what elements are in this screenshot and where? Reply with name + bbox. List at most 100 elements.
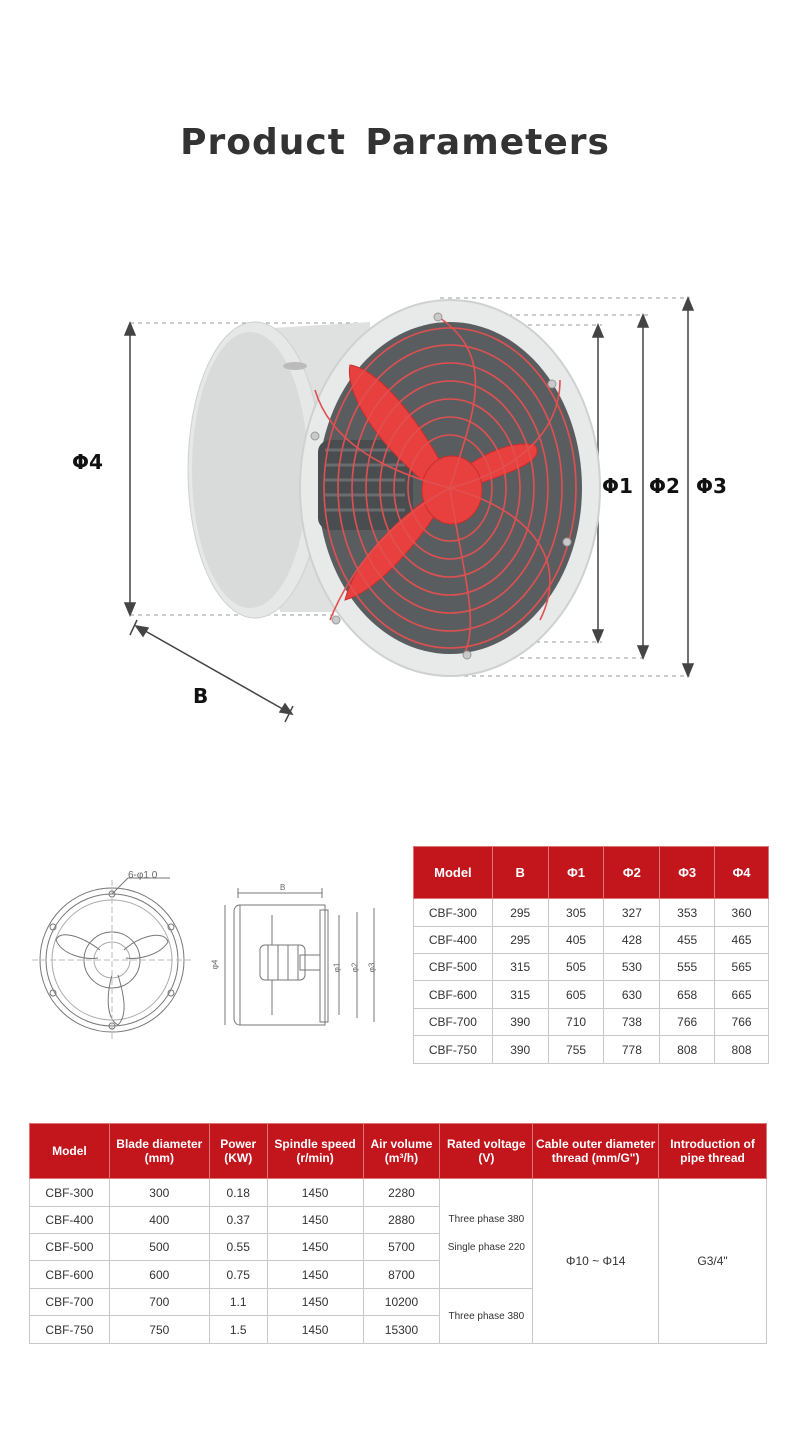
cell: 390 xyxy=(491,1008,549,1036)
cell: 360 xyxy=(714,898,769,927)
cell: 300 xyxy=(108,1178,210,1207)
cell: 2280 xyxy=(362,1178,441,1207)
cell: 405 xyxy=(547,926,605,954)
cell: 1450 xyxy=(266,1260,364,1289)
header-power: Power (KW) xyxy=(208,1123,268,1179)
cell: 5700 xyxy=(362,1233,441,1261)
phi2-label: Φ2 xyxy=(649,474,680,498)
header-pipe-thread: Introduction of pipe thread xyxy=(658,1123,767,1179)
header-model: Model xyxy=(29,1123,110,1179)
cell: 778 xyxy=(603,1035,661,1064)
cell: 305 xyxy=(547,898,605,927)
specs-table: Model Blade diameter (mm) Power (KW) Spi… xyxy=(29,1123,767,1344)
cell: 327 xyxy=(603,898,661,927)
cell: 15300 xyxy=(362,1315,441,1344)
cell: 8700 xyxy=(362,1260,441,1289)
phi1-label: Φ1 xyxy=(602,474,633,498)
header-cable-thread: Cable outer diameter thread (mm/G") xyxy=(532,1123,660,1179)
cell: 700 xyxy=(108,1288,210,1316)
cell: CBF-750 xyxy=(29,1315,110,1344)
cell: 295 xyxy=(491,926,549,954)
cell: CBF-300 xyxy=(29,1178,110,1207)
header-phi1: Φ1 xyxy=(547,846,605,899)
header-air-volume: Air volume (m³/h) xyxy=(362,1123,441,1179)
cell: CBF-500 xyxy=(29,1233,110,1261)
cell: 428 xyxy=(603,926,661,954)
cell: CBF-400 xyxy=(29,1206,110,1234)
cell: CBF-750 xyxy=(413,1035,493,1064)
cell: 455 xyxy=(659,926,716,954)
side-phi4-label: φ4 xyxy=(210,959,220,970)
fan-illustration xyxy=(123,296,695,723)
dimensions-header-row: Model B Φ1 Φ2 Φ3 Φ4 xyxy=(413,846,769,899)
cell: 565 xyxy=(714,953,769,981)
header-b: B xyxy=(491,846,549,899)
phi4-label: Φ4 xyxy=(72,450,103,474)
cell: 500 xyxy=(108,1233,210,1261)
cell: 10200 xyxy=(362,1288,441,1316)
phi3-label: Φ3 xyxy=(696,474,727,498)
cell: 353 xyxy=(659,898,716,927)
cell: 1450 xyxy=(266,1315,364,1344)
hole-label: 6-φ1 0 xyxy=(128,870,158,881)
cell: 1450 xyxy=(266,1288,364,1316)
cell: 766 xyxy=(714,1008,769,1036)
header-phi3: Φ3 xyxy=(659,846,716,899)
cell: 808 xyxy=(714,1035,769,1064)
cell: 1450 xyxy=(266,1233,364,1261)
cell: 738 xyxy=(603,1008,661,1036)
header-rated-voltage: Rated voltage (V) xyxy=(439,1123,534,1179)
cell: 750 xyxy=(108,1315,210,1344)
cell: 0.55 xyxy=(208,1233,268,1261)
side-phi2-label: φ2 xyxy=(350,962,360,973)
cell: 315 xyxy=(491,980,549,1009)
header-spindle-speed: Spindle speed (r/min) xyxy=(266,1123,364,1179)
cell: 1450 xyxy=(266,1206,364,1234)
cell: 465 xyxy=(714,926,769,954)
cell: 710 xyxy=(547,1008,605,1036)
page-title: Product Parameters xyxy=(180,122,610,163)
voltage-three-phase: Three phase 380 xyxy=(448,1213,525,1225)
cell: CBF-300 xyxy=(413,898,493,927)
cell: 600 xyxy=(108,1260,210,1289)
cell: CBF-600 xyxy=(29,1260,110,1289)
cell: 1.5 xyxy=(208,1315,268,1344)
b-label: B xyxy=(193,684,209,708)
cell: CBF-700 xyxy=(413,1008,493,1036)
cell: 390 xyxy=(491,1035,549,1064)
cell: CBF-600 xyxy=(413,980,493,1009)
voltage-cell-2: Three phase 380 xyxy=(439,1288,534,1344)
specs-header-row: Model Blade diameter (mm) Power (KW) Spi… xyxy=(29,1123,767,1179)
cell: 1450 xyxy=(266,1178,364,1207)
technical-drawing xyxy=(32,877,375,1040)
cell: 605 xyxy=(547,980,605,1009)
side-phi3-label: φ3 xyxy=(367,962,377,973)
cell: 295 xyxy=(491,898,549,927)
cell: 555 xyxy=(659,953,716,981)
cell: 315 xyxy=(491,953,549,981)
cell: 530 xyxy=(603,953,661,981)
voltage-cell-1: Three phase 380 Single phase 220 xyxy=(439,1178,534,1289)
cell: 2880 xyxy=(362,1206,441,1234)
cell: 400 xyxy=(108,1206,210,1234)
cell: 0.37 xyxy=(208,1206,268,1234)
cell: 630 xyxy=(603,980,661,1009)
side-b-label: B xyxy=(280,883,286,892)
cable-thread-cell: Φ10 ~ Φ14 xyxy=(532,1178,660,1344)
cell: 808 xyxy=(659,1035,716,1064)
cell: 1.1 xyxy=(208,1288,268,1316)
cell: 0.18 xyxy=(208,1178,268,1207)
cell: CBF-500 xyxy=(413,953,493,981)
